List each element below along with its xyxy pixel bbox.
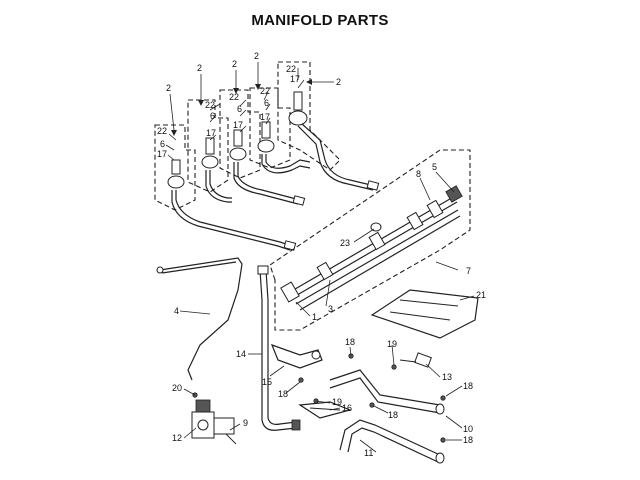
callout-18: 18 <box>463 381 473 391</box>
callout-18: 18 <box>463 435 473 445</box>
callout-18: 18 <box>388 410 398 420</box>
callout-17: 17 <box>157 149 167 159</box>
callout-10: 10 <box>463 424 473 434</box>
screws <box>192 353 446 443</box>
callout-18: 18 <box>278 389 288 399</box>
gas-pipe-14 <box>257 265 301 431</box>
callout-22: 22 <box>205 100 215 110</box>
gas-pipe-assembly-11 <box>329 369 445 464</box>
callout-17: 17 <box>206 128 216 138</box>
callout-2: 2 <box>336 77 341 87</box>
heat-shield <box>370 289 479 339</box>
callout-14: 14 <box>236 349 246 359</box>
callout-9: 9 <box>243 418 248 428</box>
callout-2: 2 <box>197 63 202 73</box>
callout-23: 23 <box>340 238 350 248</box>
burner-valve-group-4 <box>249 87 311 174</box>
bracket-16 <box>298 401 352 419</box>
callout-15: 15 <box>262 377 272 387</box>
callout-22: 22 <box>157 126 167 136</box>
callout-labels: 2 2 2 2 2 22 22 22 22 22 6 6 6 6 17 17 1… <box>157 51 486 458</box>
callout-17: 17 <box>260 112 270 122</box>
callout-2: 2 <box>254 51 259 61</box>
callout-17: 17 <box>290 74 300 84</box>
callout-22: 22 <box>260 86 270 96</box>
callout-21: 21 <box>476 290 486 300</box>
callout-7: 7 <box>466 266 471 276</box>
callout-6: 6 <box>237 104 242 114</box>
orifice-13 <box>399 352 432 368</box>
callout-19: 19 <box>387 339 397 349</box>
regulator-fitting-15 <box>270 343 323 369</box>
callout-2: 2 <box>166 83 171 93</box>
callout-20: 20 <box>172 383 182 393</box>
leader-lines <box>165 62 475 453</box>
callout-6: 6 <box>210 111 215 121</box>
diagram-title: MANIFOLD PARTS <box>251 12 389 29</box>
pressure-regulator-12 <box>191 399 237 445</box>
callout-1: 1 <box>312 312 317 322</box>
callout-12: 12 <box>172 433 182 443</box>
callout-16: 16 <box>342 403 352 413</box>
callout-19: 19 <box>332 397 342 407</box>
callout-8: 8 <box>416 169 421 179</box>
callout-22: 22 <box>286 64 296 74</box>
gas-tube-4 <box>156 257 243 381</box>
callout-3: 3 <box>328 304 333 314</box>
callout-18: 18 <box>345 337 355 347</box>
callout-4: 4 <box>174 306 179 316</box>
callout-6: 6 <box>160 139 165 149</box>
callout-5: 5 <box>432 162 437 172</box>
burner-valve-group-5 <box>277 61 380 191</box>
callout-13: 13 <box>442 372 452 382</box>
burner-valve-group-3 <box>219 89 306 206</box>
callout-2: 2 <box>232 59 237 69</box>
burner-valve-group-2 <box>187 99 232 203</box>
burner-valve-group-1 <box>154 124 297 251</box>
callout-6: 6 <box>264 98 269 108</box>
callout-22: 22 <box>229 92 239 102</box>
callout-17: 17 <box>233 120 243 130</box>
callout-11: 11 <box>364 448 373 458</box>
manifold-assembly <box>269 149 471 331</box>
